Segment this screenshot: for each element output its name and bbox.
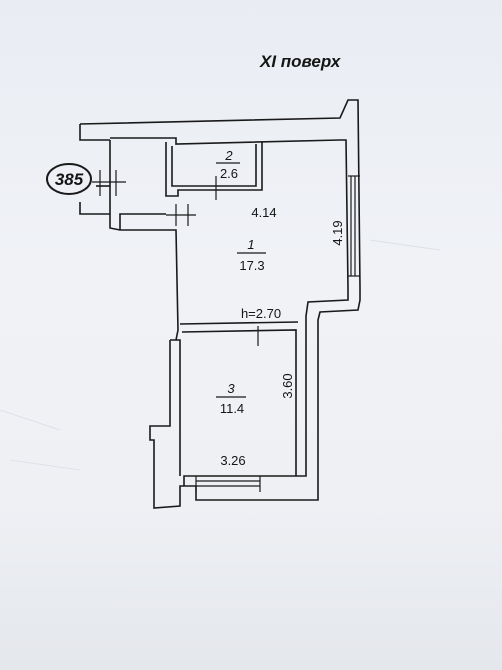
walls [79, 99, 361, 509]
room-3-depth: 3.60 [280, 373, 295, 398]
room-3-number: 3 [227, 381, 235, 396]
window-bottom [195, 476, 261, 492]
fraction-lines [216, 162, 266, 398]
room-1-area: 17.3 [239, 258, 264, 273]
paper-texture [0, 239, 441, 471]
room-1-width: 4.14 [251, 205, 276, 220]
room-2-area: 2.6 [220, 166, 238, 181]
room-1-depth: 4.19 [330, 220, 345, 245]
door-marks [92, 170, 259, 346]
floor-label: XI поверх [259, 52, 342, 71]
room-2-number: 2 [224, 148, 233, 163]
ceiling-height: h=2.70 [241, 306, 281, 321]
room-3-width: 3.26 [220, 453, 245, 468]
apartment-circle [46, 163, 92, 195]
apartment-marker: 385 [46, 163, 92, 195]
window-right [348, 175, 360, 277]
apartment-number: 385 [55, 170, 84, 189]
room-1-number: 1 [247, 237, 254, 252]
room-3-area: 11.4 [220, 401, 244, 416]
